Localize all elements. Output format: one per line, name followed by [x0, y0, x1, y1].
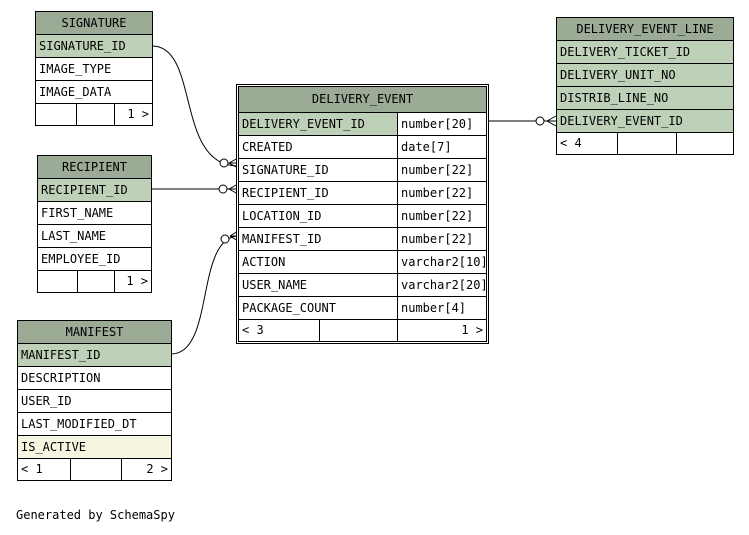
- column-name: CREATED: [242, 140, 293, 154]
- table-title: DELIVERY_EVENT_LINE: [557, 18, 733, 41]
- footer-spacer: [77, 271, 114, 292]
- table-row: CREATED date[7]: [239, 136, 486, 159]
- relation-signature-optional-marker: [219, 158, 229, 168]
- column-name: DELIVERY_EVENT_ID: [560, 114, 683, 128]
- parent-count[interactable]: 1 >: [114, 104, 152, 125]
- table-footer: < 3 1 >: [239, 320, 486, 341]
- relation-delivery-event-line-crowsfoot: [546, 115, 557, 127]
- table-row: USER_ID: [18, 390, 171, 413]
- column-name: IS_ACTIVE: [21, 440, 87, 454]
- table-row: LAST_MODIFIED_DT: [18, 413, 171, 436]
- parent-count[interactable]: 1 >: [397, 320, 486, 341]
- relation-manifest-delivery-event: [170, 235, 239, 355]
- table-row: RECIPIENT_ID number[22]: [239, 182, 486, 205]
- child-count[interactable]: [38, 271, 77, 292]
- table-row: SIGNATURE_ID: [36, 35, 152, 58]
- column-name: SIGNATURE_ID: [39, 39, 126, 53]
- column-name: SIGNATURE_ID: [242, 163, 329, 177]
- parent-count[interactable]: 1 >: [114, 271, 151, 292]
- column-name: MANIFEST_ID: [21, 348, 101, 362]
- generated-by-label: Generated by SchemaSpy: [16, 508, 175, 522]
- table-manifest[interactable]: MANIFEST MANIFEST_ID DESCRIPTION USER_ID…: [17, 320, 172, 481]
- table-row: MANIFEST_ID number[22]: [239, 228, 486, 251]
- table-row: DELIVERY_TICKET_ID: [557, 41, 733, 64]
- column-type: number[22]: [397, 182, 486, 204]
- table-footer: < 1 2 >: [18, 459, 171, 480]
- table-title: DELIVERY_EVENT: [239, 87, 486, 113]
- column-name: RECIPIENT_ID: [41, 183, 128, 197]
- table-row: DELIVERY_EVENT_ID number[20]: [239, 113, 486, 136]
- column-type: number[22]: [397, 228, 486, 250]
- table-row: DISTRIB_LINE_NO: [557, 87, 733, 110]
- table-row: IS_ACTIVE: [18, 436, 171, 459]
- column-type: number[4]: [397, 297, 486, 319]
- table-row: IMAGE_DATA: [36, 81, 152, 104]
- relation-signature-delivery-event: [151, 45, 239, 167]
- table-recipient[interactable]: RECIPIENT RECIPIENT_ID FIRST_NAME LAST_N…: [37, 155, 152, 293]
- table-delivery-event-line[interactable]: DELIVERY_EVENT_LINE DELIVERY_TICKET_ID D…: [556, 17, 734, 155]
- table-row: MANIFEST_ID: [18, 344, 171, 367]
- column-type: number[22]: [397, 159, 486, 181]
- column-type: date[7]: [397, 136, 486, 158]
- footer-spacer: [70, 459, 121, 480]
- table-footer: < 4: [557, 133, 733, 154]
- column-name: RECIPIENT_ID: [242, 186, 329, 200]
- column-type: varchar2[10]: [397, 251, 486, 273]
- table-row: FIRST_NAME: [38, 202, 151, 225]
- table-title: SIGNATURE: [36, 12, 152, 35]
- column-name: USER_NAME: [242, 278, 308, 292]
- column-type: varchar2[20]: [397, 274, 486, 296]
- table-signature[interactable]: SIGNATURE SIGNATURE_ID IMAGE_TYPE IMAGE_…: [35, 11, 153, 126]
- column-name: IMAGE_DATA: [39, 85, 112, 99]
- child-count[interactable]: < 4: [560, 136, 582, 150]
- parent-count[interactable]: [676, 133, 733, 154]
- table-row: EMPLOYEE_ID: [38, 248, 151, 271]
- column-name: PACKAGE_COUNT: [242, 301, 336, 315]
- column-name: LAST_NAME: [41, 229, 107, 243]
- table-row: RECIPIENT_ID: [38, 179, 151, 202]
- column-name: LAST_MODIFIED_DT: [21, 417, 137, 431]
- child-count[interactable]: [36, 104, 76, 125]
- column-name: DELIVERY_UNIT_NO: [560, 68, 676, 82]
- parent-count[interactable]: 2 >: [121, 459, 171, 480]
- column-name: FIRST_NAME: [41, 206, 114, 220]
- table-row: USER_NAME varchar2[20]: [239, 274, 486, 297]
- table-title: MANIFEST: [18, 321, 171, 344]
- column-name: ACTION: [242, 255, 286, 269]
- table-row: LAST_NAME: [38, 225, 151, 248]
- table-row: ACTION varchar2[10]: [239, 251, 486, 274]
- column-name: IMAGE_TYPE: [39, 62, 112, 76]
- footer-spacer: [76, 104, 114, 125]
- column-name: DISTRIB_LINE_NO: [560, 91, 669, 105]
- table-row: DESCRIPTION: [18, 367, 171, 390]
- table-row: LOCATION_ID number[22]: [239, 205, 486, 228]
- footer-spacer: [617, 133, 676, 154]
- table-row: IMAGE_TYPE: [36, 58, 152, 81]
- child-count[interactable]: < 1: [21, 462, 43, 476]
- table-delivery-event[interactable]: DELIVERY_EVENT DELIVERY_EVENT_ID number[2…: [236, 84, 489, 344]
- table-footer: 1 >: [38, 271, 151, 292]
- table-footer: 1 >: [36, 104, 152, 125]
- child-count[interactable]: < 3: [242, 323, 264, 337]
- relation-manifest-optional-marker: [220, 234, 230, 244]
- column-name: DESCRIPTION: [21, 371, 101, 385]
- column-name: LOCATION_ID: [242, 209, 322, 223]
- table-title: RECIPIENT: [38, 156, 151, 179]
- column-name: DELIVERY_TICKET_ID: [560, 45, 691, 59]
- column-type: number[22]: [397, 205, 486, 227]
- relation-delivery-event-line-optional-marker: [535, 116, 545, 126]
- table-row: DELIVERY_UNIT_NO: [557, 64, 733, 87]
- table-row: DELIVERY_EVENT_ID: [557, 110, 733, 133]
- column-type: number[20]: [397, 113, 486, 135]
- column-name: USER_ID: [21, 394, 72, 408]
- relation-recipient-optional-marker: [218, 184, 228, 194]
- table-row: PACKAGE_COUNT number[4]: [239, 297, 486, 320]
- column-name: EMPLOYEE_ID: [41, 252, 121, 266]
- column-name: DELIVERY_EVENT_ID: [242, 117, 365, 131]
- footer-spacer: [319, 320, 397, 341]
- table-row: SIGNATURE_ID number[22]: [239, 159, 486, 182]
- column-name: MANIFEST_ID: [242, 232, 322, 246]
